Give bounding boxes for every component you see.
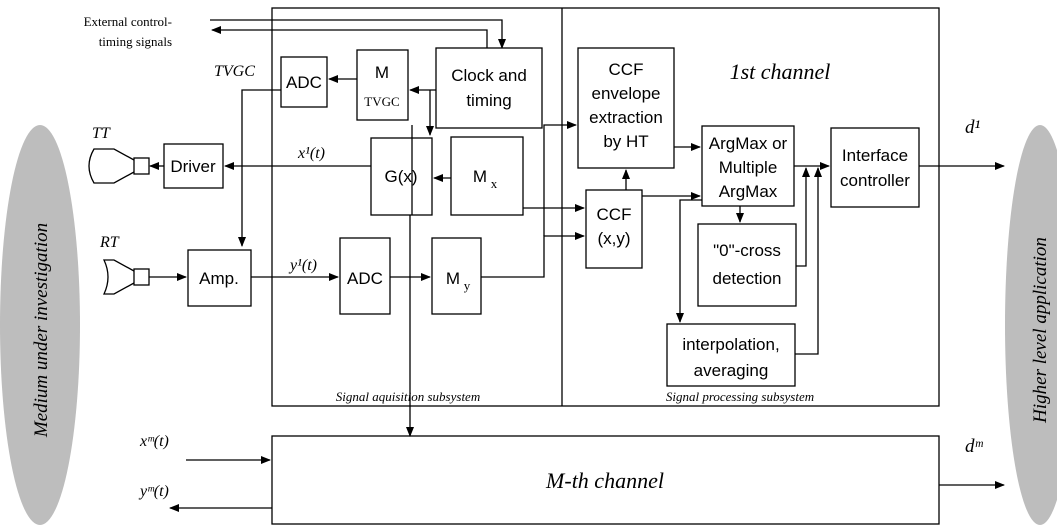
interp-to-interface-arrow bbox=[795, 167, 822, 355]
interp-line2: averaging bbox=[694, 361, 769, 380]
right-band-label: Higher level application bbox=[1030, 237, 1051, 424]
zero-line2: detection bbox=[713, 269, 782, 288]
my-to-ccfxy-arrow bbox=[481, 232, 585, 278]
mx-block bbox=[450, 136, 524, 216]
rt-label: RT bbox=[99, 234, 120, 251]
mx-main: M bbox=[473, 167, 487, 186]
m-tvgc-block bbox=[356, 49, 409, 121]
acq-subsystem-label: Signal aquisition subsystem bbox=[336, 389, 480, 404]
tt-horn bbox=[88, 148, 135, 184]
interface-line2: controller bbox=[840, 171, 910, 190]
interface-controller-block bbox=[830, 127, 920, 208]
first-channel-frame bbox=[271, 7, 940, 407]
d1-label: d¹ bbox=[965, 117, 981, 138]
interface-line1: Interface bbox=[842, 146, 908, 165]
mth-channel-frame bbox=[271, 435, 940, 525]
clock-line2: timing bbox=[466, 91, 511, 110]
ccf-env-line4: by HT bbox=[603, 132, 648, 151]
right-band bbox=[1005, 125, 1057, 525]
external-signals-line1: External control- bbox=[84, 14, 172, 29]
amp-label: Amp. bbox=[199, 269, 239, 288]
ccf-env-line2: envelope bbox=[591, 84, 660, 103]
interp-line1: interpolation, bbox=[682, 335, 779, 354]
tt-transducer bbox=[133, 157, 150, 175]
argmax-to-interp-arrow bbox=[676, 199, 702, 323]
mx-sub: x bbox=[491, 176, 498, 191]
external-out-arrow bbox=[211, 26, 488, 48]
argmax-line2: Multiple bbox=[719, 158, 778, 177]
left-band-label: Medium under investigation bbox=[31, 223, 52, 438]
ccf-env-line1: CCF bbox=[609, 60, 644, 79]
ccf-xy-line1: CCF bbox=[597, 205, 632, 224]
y1-label: y¹(t) bbox=[288, 257, 317, 274]
mth-channel-title: M-th channel bbox=[545, 468, 664, 493]
m-tvgc-main: M bbox=[375, 63, 389, 82]
left-band bbox=[0, 125, 80, 525]
zero-to-interface-arrow bbox=[796, 167, 810, 267]
external-in-arrow bbox=[210, 19, 506, 49]
ccf-envelope-block bbox=[577, 47, 675, 169]
x1-label: x¹(t) bbox=[297, 145, 325, 162]
external-signals-line2: timing signals bbox=[99, 34, 172, 49]
zero-cross-block bbox=[697, 223, 797, 307]
gx-label: G(x) bbox=[384, 167, 417, 186]
adc-bottom-label: ADC bbox=[347, 269, 383, 288]
tt-label: TT bbox=[92, 125, 111, 142]
my-block bbox=[431, 237, 482, 315]
dm-label: dᵐ bbox=[965, 436, 984, 457]
adc-top-block bbox=[280, 56, 328, 108]
argmax-line3: ArgMax bbox=[719, 182, 778, 201]
driver-label: Driver bbox=[170, 157, 216, 176]
first-channel-title: 1st channel bbox=[730, 59, 831, 84]
acq-to-ccfenv-arrow bbox=[543, 121, 577, 236]
adc-top-label: ADC bbox=[286, 73, 322, 92]
zero-line1: "0"-cross bbox=[713, 241, 781, 260]
ym-label: yᵐ(t) bbox=[138, 483, 169, 500]
rt-transducer bbox=[133, 268, 150, 286]
clock-line1: Clock and bbox=[451, 66, 527, 85]
tvgc-label: TVGC bbox=[214, 63, 255, 80]
m-tvgc-sub: TVGC bbox=[364, 94, 399, 109]
argmax-line1: ArgMax or bbox=[709, 134, 788, 153]
adc-bottom-block bbox=[339, 237, 391, 315]
my-main: M bbox=[446, 269, 460, 288]
interpolation-block bbox=[666, 323, 796, 387]
xm-label: xᵐ(t) bbox=[139, 433, 169, 450]
gx-block bbox=[370, 137, 433, 216]
ccf-xy-line2: (x,y) bbox=[597, 229, 630, 248]
proc-subsystem-label: Signal processing subsystem bbox=[666, 389, 814, 404]
ccf-env-line3: extraction bbox=[589, 108, 663, 127]
argmax-block bbox=[701, 125, 795, 207]
my-sub: y bbox=[464, 278, 471, 293]
ccf-xy-block bbox=[585, 189, 643, 269]
amp-block bbox=[187, 249, 252, 307]
rt-horn bbox=[102, 259, 135, 295]
clock-timing-block bbox=[435, 47, 543, 129]
tvgc-line bbox=[238, 89, 281, 247]
